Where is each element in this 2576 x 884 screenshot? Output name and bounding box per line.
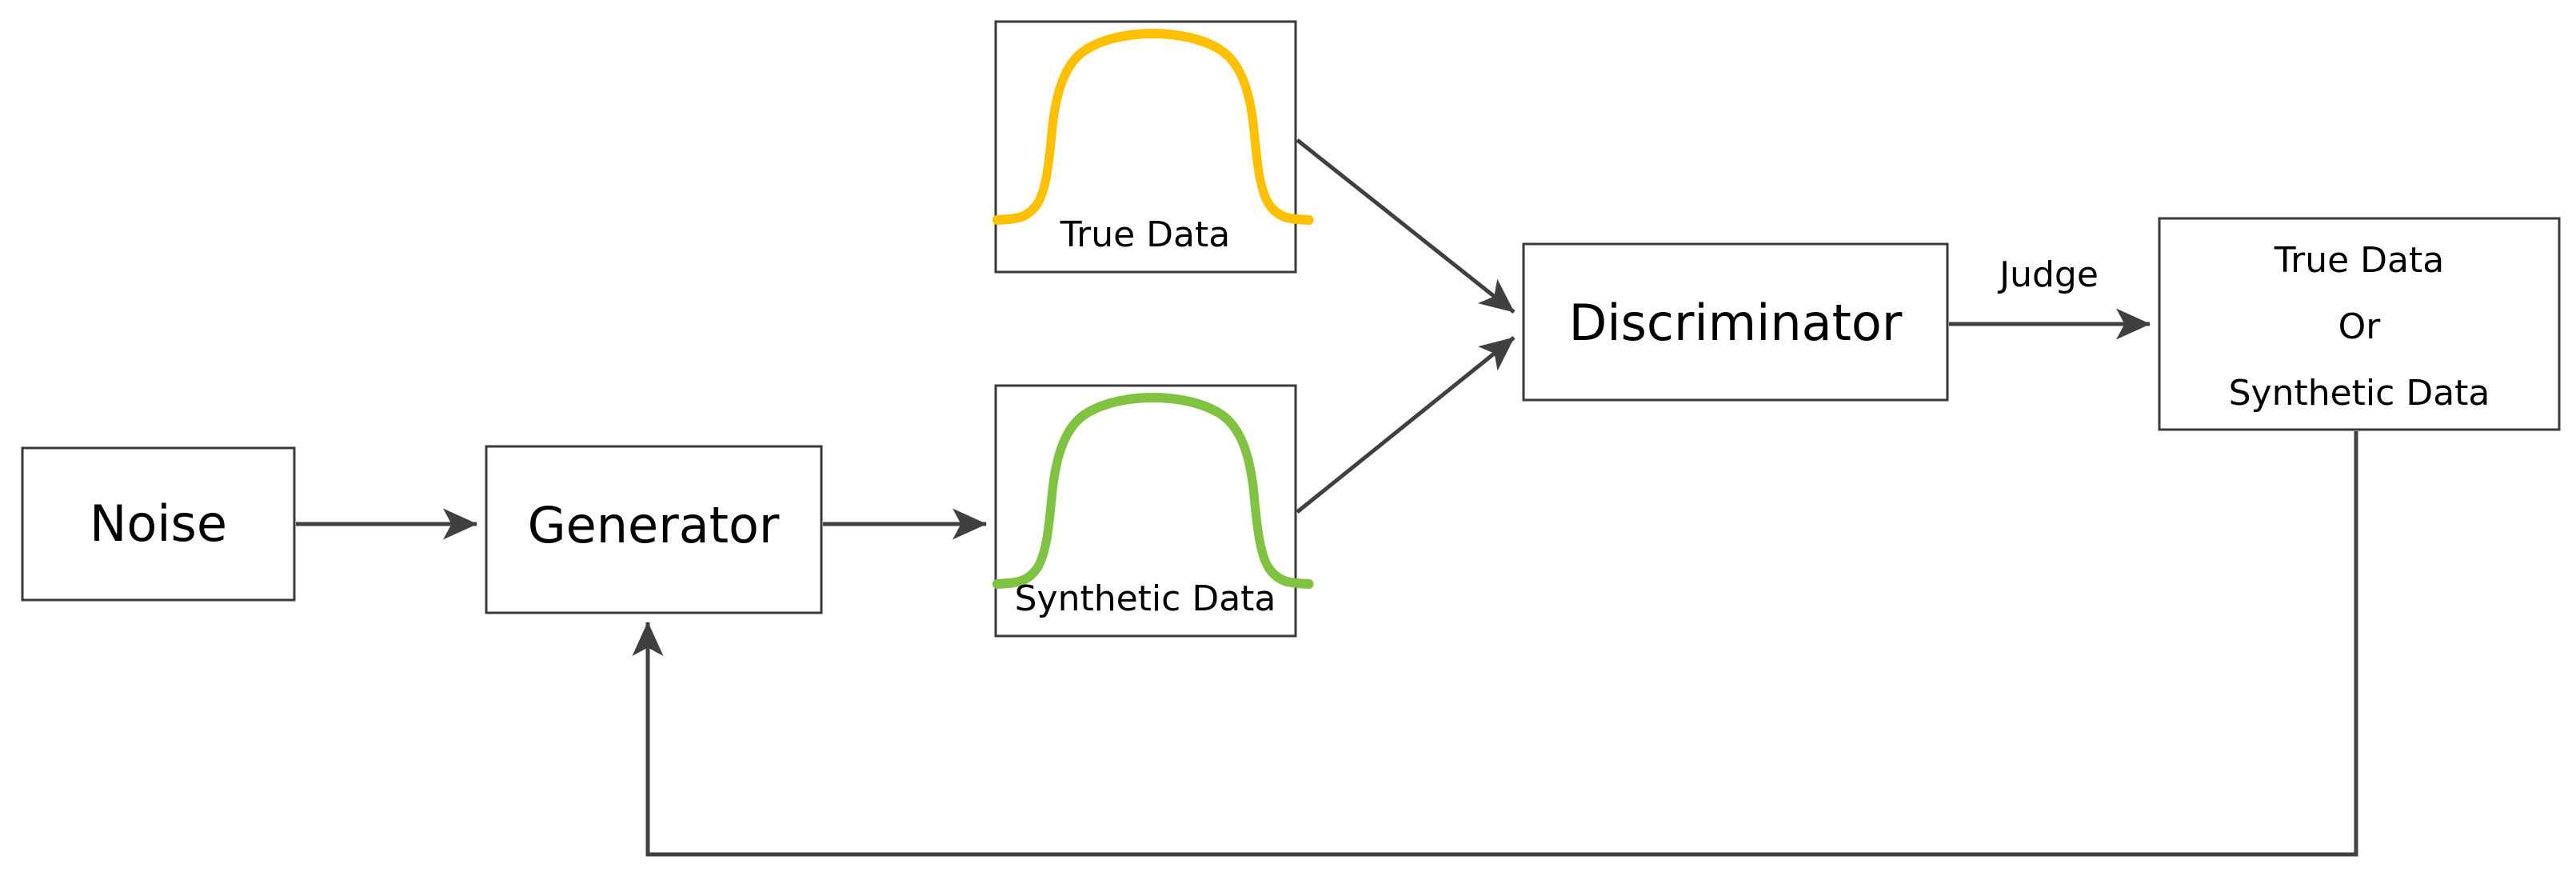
node-synthetic-data-label: Synthetic Data [1015,578,1276,619]
node-noise-box[interactable] [21,446,296,602]
node-output-box[interactable] [2158,217,2561,431]
synthetic-data-distribution-curve [992,393,1314,589]
true-data-distribution-curve [992,29,1314,225]
node-generator-label: Generator [528,496,780,554]
node-synthetic-data-box[interactable] [994,384,1297,638]
node-true-data-label: True Data [1060,214,1231,255]
node-output-label-line1: True Data [2274,240,2445,281]
node-noise-label: Noise [90,494,227,553]
node-true-data-box[interactable] [994,20,1297,274]
edge-synthetic-data-to-discriminator [1296,336,1516,514]
edge-judge-label: Judge [1997,254,2099,295]
edge-feedback-to-generator [632,431,2358,857]
edge-true-data-to-discriminator [1296,138,1516,314]
node-generator-box[interactable] [485,445,823,614]
node-discriminator-box[interactable] [1522,242,1949,402]
node-output-label-line2: Or [2338,306,2382,347]
node-discriminator-label: Discriminator [1569,294,1903,352]
node-output-label-line3: Synthetic Data [2229,373,2490,414]
